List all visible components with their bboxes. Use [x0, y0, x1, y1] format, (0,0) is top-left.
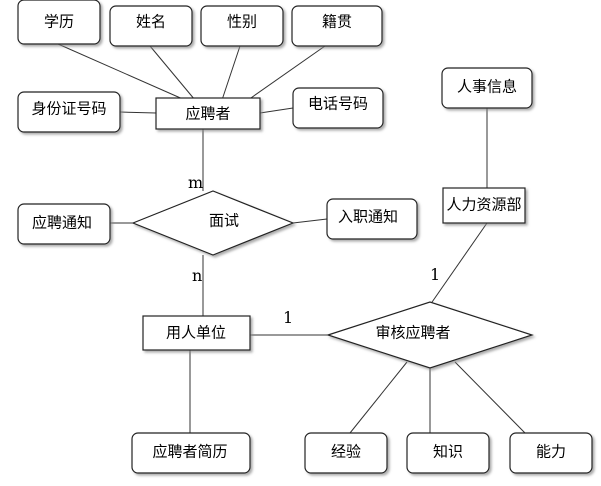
attribute-experience: 经验	[304, 432, 388, 474]
attribute-id-number: 身份证号码	[17, 91, 121, 133]
svg-text:经验: 经验	[331, 443, 361, 461]
edge-name-applicant	[149, 45, 196, 101]
edge-review-experience	[349, 361, 408, 434]
cardinality-hr-review: 1	[430, 265, 440, 284]
svg-text:知识: 知识	[433, 443, 463, 461]
cardinality-employer-review: 1	[283, 308, 293, 327]
attribute-native-place: 籍贯	[291, 5, 383, 47]
svg-text:姓名: 姓名	[136, 13, 166, 31]
edges	[57, 43, 526, 434]
svg-text:应聘者: 应聘者	[185, 105, 230, 123]
edge-interview-hirenotice	[292, 218, 328, 224]
attribute-gender: 性别	[200, 5, 284, 47]
svg-text:籍贯: 籍贯	[322, 13, 352, 31]
svg-text:性别: 性别	[227, 13, 257, 31]
attribute-name: 姓名	[109, 5, 193, 47]
cardinality-m: m	[188, 173, 203, 192]
relationship-interview: 面试	[131, 190, 295, 256]
attribute-phone: 电话号码	[292, 87, 384, 129]
attribute-education: 学历	[17, 0, 101, 45]
relationship-review: 审核应聘者	[326, 301, 534, 369]
edge-nativeplace-applicant	[247, 45, 326, 101]
edge-education-applicant	[57, 43, 186, 101]
svg-text:人力资源部: 人力资源部	[446, 196, 521, 214]
svg-text:应聘通知: 应聘通知	[32, 214, 92, 232]
svg-text:面试: 面试	[209, 212, 239, 230]
edge-phone-applicant	[259, 107, 294, 114]
edge-gender-applicant	[221, 45, 241, 101]
attribute-hr-info: 人事信息	[441, 67, 533, 109]
edge-id-applicant	[119, 111, 157, 114]
svg-text:学历: 学历	[44, 13, 74, 31]
svg-text:入职通知: 入职通知	[338, 208, 398, 226]
edge-review-ability	[454, 361, 526, 434]
cardinality-n: n	[192, 266, 202, 285]
svg-text:用人单位: 用人单位	[166, 324, 226, 342]
svg-text:审核应聘者: 审核应聘者	[375, 324, 450, 342]
attribute-knowledge: 知识	[406, 432, 490, 474]
edge-hr-review	[429, 222, 488, 306]
attribute-hire-notice: 入职通知	[326, 198, 418, 240]
entity-hr: 人力资源部	[442, 187, 526, 224]
svg-text:身份证号码: 身份证号码	[31, 100, 106, 118]
attribute-job-notice: 应聘通知	[17, 203, 111, 245]
svg-text:能力: 能力	[536, 443, 566, 461]
entity-employer: 用人单位	[142, 315, 251, 351]
attribute-ability: 能力	[509, 432, 593, 474]
svg-text:电话号码: 电话号码	[308, 95, 368, 113]
svg-text:应聘者简历: 应聘者简历	[152, 443, 227, 461]
attribute-resume: 应聘者简历	[131, 432, 251, 474]
svg-text:人事信息: 人事信息	[457, 78, 517, 96]
entity-applicant: 应聘者	[155, 97, 261, 130]
